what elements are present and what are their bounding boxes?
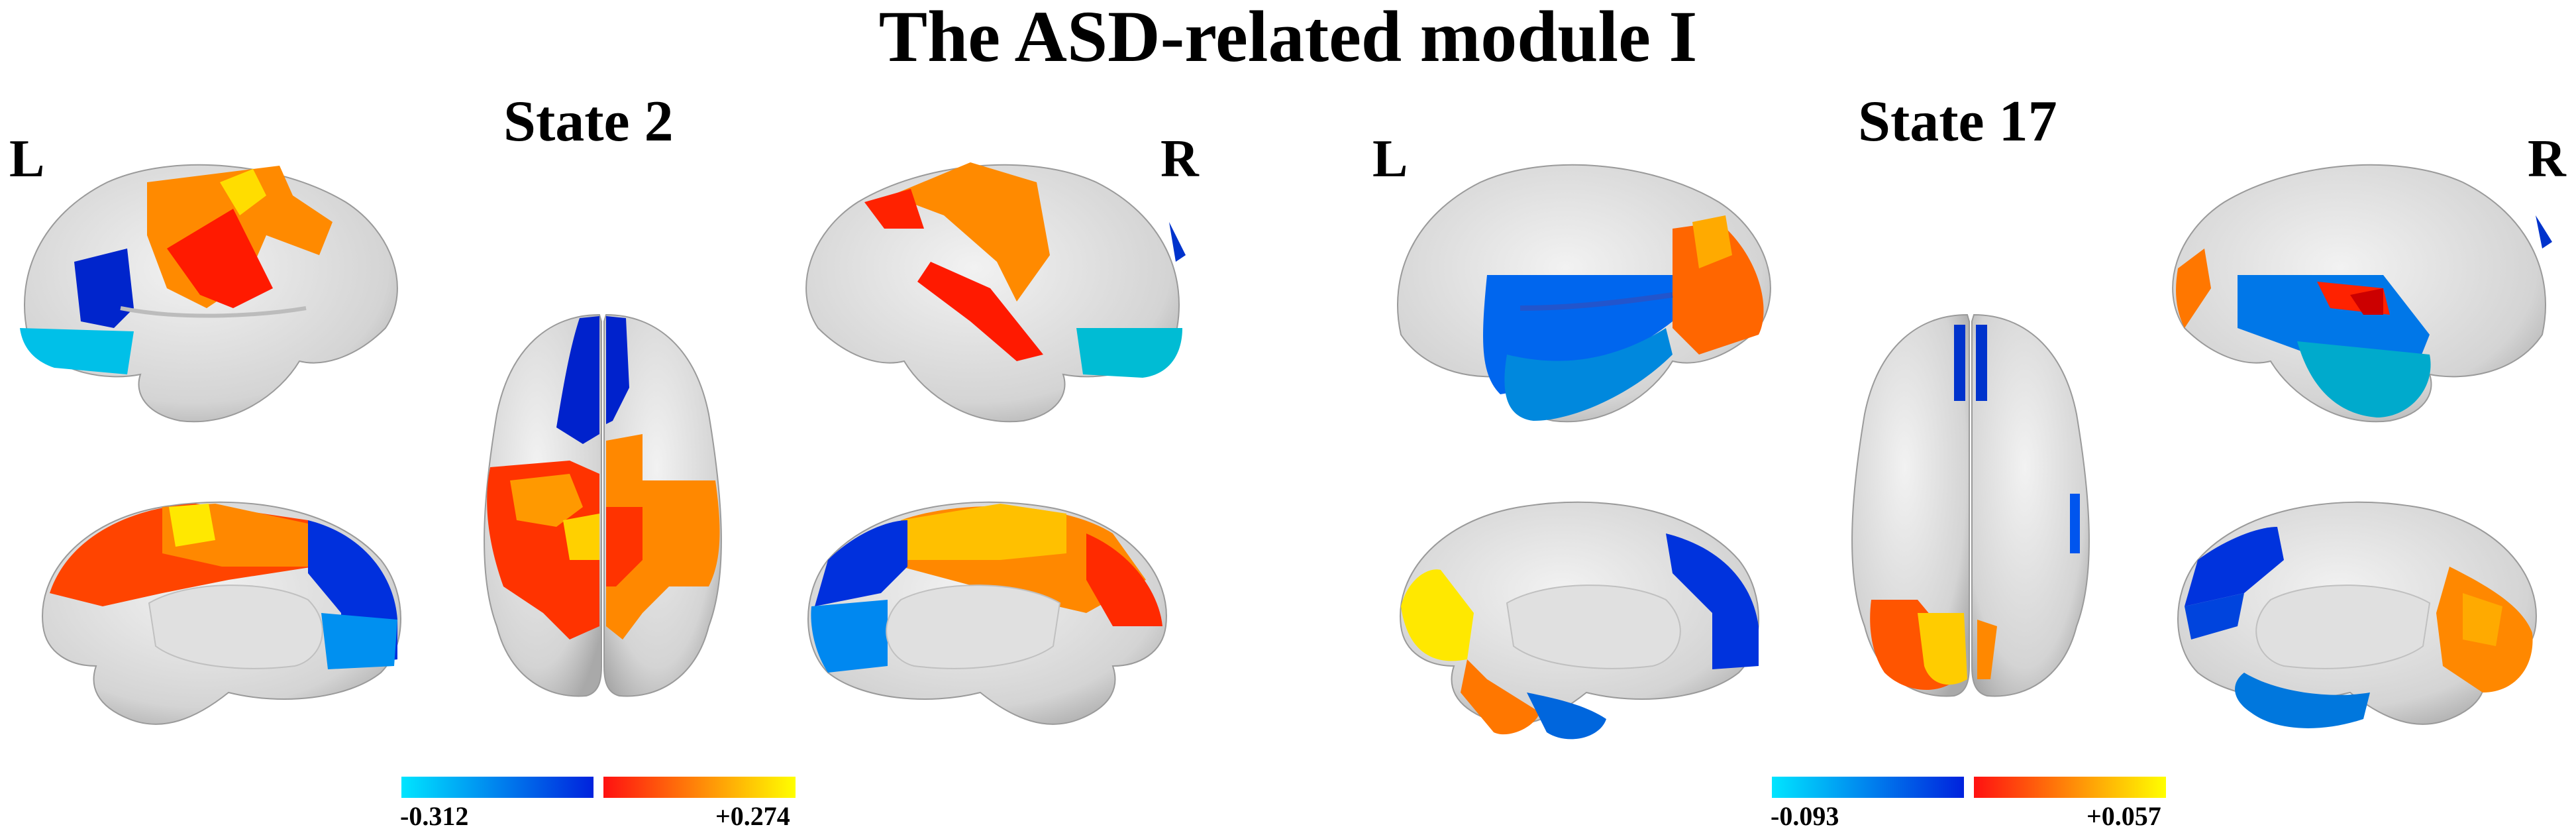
figure-title: The ASD-related module I xyxy=(878,0,1698,77)
left-hemisphere-label: L xyxy=(9,130,45,188)
brain-dorsal-view xyxy=(1851,313,2090,697)
brain-lateral-right xyxy=(805,162,1186,423)
right-hemisphere-label: R xyxy=(2528,130,2566,188)
state-17-label: State 17 xyxy=(1858,89,2057,154)
state-2-label: State 2 xyxy=(503,89,674,154)
colorbar-state-17 xyxy=(1772,777,2166,798)
brain-medial-right xyxy=(807,501,1167,725)
colorbar-max-label: +0.274 xyxy=(715,801,790,831)
brain-medial-left xyxy=(42,501,401,725)
colorbar-min-label: -0.312 xyxy=(400,801,469,831)
colorbar-max-label: +0.057 xyxy=(2087,801,2161,831)
brain-medial-left xyxy=(1400,501,1759,740)
brain-lateral-right xyxy=(2172,164,2552,423)
colorbar-min-label: -0.093 xyxy=(1771,801,1839,831)
colorbar-state-2 xyxy=(401,777,796,798)
brain-medial-right xyxy=(2177,501,2537,728)
brain-dorsal-view xyxy=(484,313,722,697)
brain-lateral-left xyxy=(1397,164,1771,423)
left-hemisphere-label: L xyxy=(1372,130,1408,188)
brain-lateral-left xyxy=(20,164,398,423)
right-hemisphere-label: R xyxy=(1160,130,1199,188)
